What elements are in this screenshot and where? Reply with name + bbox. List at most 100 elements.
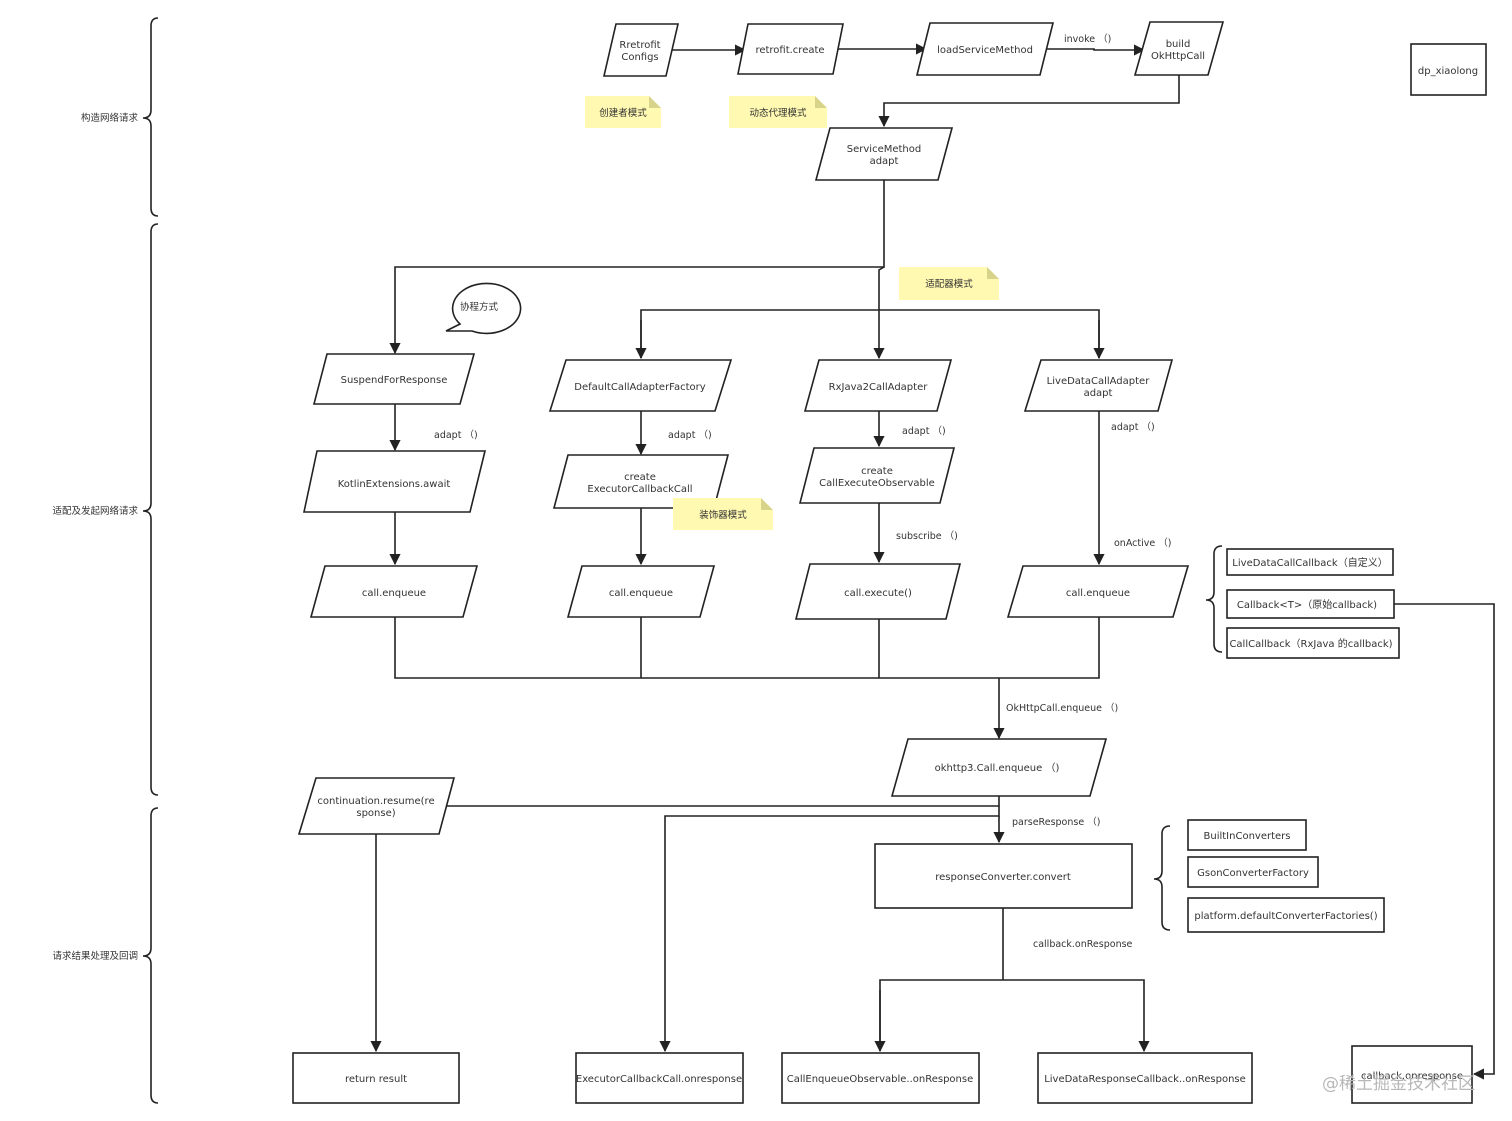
node-create-call-execute-observable[interactable]: create CallExecuteObservable [798, 447, 956, 504]
node-kotlin-extensions-await[interactable]: KotlinExtensions.await [303, 450, 487, 513]
svg-text:CallCallback（RxJava 的callback): CallCallback（RxJava 的callback) [1229, 637, 1392, 650]
node-build-okhttpcall[interactable]: build OkHttpCall [1133, 21, 1225, 76]
svg-text:sponse): sponse) [356, 808, 395, 819]
edges [370, 43, 1495, 1080]
edge-callback-t-to-onresponse [1394, 603, 1495, 1080]
svg-text:platform.defaultConverterFacto: platform.defaultConverterFactories() [1194, 911, 1377, 922]
edge-servicemethod-to-suspend [389, 180, 885, 355]
svg-text:RxJava2CallAdapter: RxJava2CallAdapter [829, 382, 929, 393]
svg-text:return result: return result [345, 1074, 407, 1085]
svg-text:call.enqueue: call.enqueue [1066, 588, 1130, 599]
svg-text:GsonConverterFactory: GsonConverterFactory [1197, 868, 1309, 879]
watermark: @稀土掘金技术社区 [1322, 1074, 1475, 1094]
svg-text:Configs: Configs [621, 52, 658, 63]
svg-text:Rretrofit: Rretrofit [619, 40, 660, 51]
edge-calls-merge-bus [394, 617, 1100, 679]
edge-labels: invoke （) adapt （) adapt （) adapt （) ada… [434, 33, 1171, 950]
svg-text:call.enqueue: call.enqueue [362, 588, 426, 599]
svg-text:LiveDataResponseCallback..onRe: LiveDataResponseCallback..onResponse [1044, 1074, 1246, 1085]
note-decorator-pattern: 装饰器模式 [673, 498, 773, 530]
node-gson-converter-factory[interactable]: GsonConverterFactory [1187, 856, 1319, 888]
label-subscribe: subscribe （) [896, 530, 958, 542]
node-rxjava2-call-adapter[interactable]: RxJava2CallAdapter [803, 359, 953, 412]
callback-types-brace [1205, 545, 1223, 653]
svg-text:call.execute(): call.execute() [844, 588, 912, 599]
node-call-enqueue-2[interactable]: call.enqueue [566, 565, 716, 618]
edge-okhttp3-to-continuation [446, 796, 1000, 807]
node-livedata-call-callback[interactable]: LiveDataCallCallback（自定义） [1226, 548, 1394, 576]
note-builder-pattern: 创建者模式 [585, 96, 661, 128]
node-call-callback[interactable]: CallCallback（RxJava 的callback) [1226, 627, 1400, 659]
label-okhttpcall-enqueue: OkHttpCall.enqueue （) [1006, 702, 1118, 714]
label-adapt-4: adapt （) [1111, 421, 1155, 433]
svg-text:BuiltInConverters: BuiltInConverters [1204, 831, 1291, 842]
svg-text:动态代理模式: 动态代理模式 [749, 107, 807, 119]
svg-text:call.enqueue: call.enqueue [609, 588, 673, 599]
node-service-method-adapt[interactable]: ServiceMethod adapt [814, 127, 954, 181]
label-invoke: invoke （) [1064, 33, 1111, 45]
svg-text:OkHttpCall: OkHttpCall [1151, 51, 1205, 62]
svg-text:ServiceMethod: ServiceMethod [847, 144, 921, 155]
section-brace-result: 请求结果处理及回调 [52, 807, 159, 1104]
section-brace-adapt: 适配及发起网络请求 [52, 223, 159, 796]
svg-text:LiveDataCallCallback（自定义）: LiveDataCallCallback（自定义） [1232, 556, 1387, 569]
node-builtin-converters[interactable]: BuiltInConverters [1187, 819, 1307, 851]
svg-text:responseConverter.convert: responseConverter.convert [935, 872, 1071, 883]
section-label-result: 请求结果处理及回调 [52, 950, 138, 962]
svg-text:callback.onresponse: callback.onresponse [1361, 1071, 1463, 1082]
svg-text:Callback<T>（原始callback): Callback<T>（原始callback) [1237, 598, 1377, 611]
svg-text:continuation.resume(re: continuation.resume(re [317, 796, 434, 807]
label-adapt-3: adapt （) [902, 425, 946, 437]
node-call-enqueue-observable-onresponse[interactable]: CallEnqueueObservable..onResponse [781, 1052, 980, 1104]
node-suspend-for-response[interactable]: SuspendForResponse [312, 353, 476, 405]
svg-text:create: create [624, 472, 656, 483]
edge-converter-to-livedata-onresponse [879, 979, 1150, 1053]
node-default-call-adapter-factory[interactable]: DefaultCallAdapterFactory [548, 359, 733, 412]
node-executor-callback-call-onresponse[interactable]: ExecutorCallbackCall.onresponse [575, 1052, 744, 1104]
edge-load-to-build [1045, 44, 1146, 56]
label-parse-response: parseResponse （) [1012, 816, 1100, 828]
node-return-result[interactable]: return result [292, 1052, 460, 1104]
svg-text:adapt: adapt [1084, 388, 1113, 399]
svg-text:协程方式: 协程方式 [460, 301, 499, 313]
svg-text:CallExecuteObservable: CallExecuteObservable [819, 478, 935, 489]
svg-text:DefaultCallAdapterFactory: DefaultCallAdapterFactory [574, 382, 705, 393]
node-callback-onresponse[interactable]: callback.onresponse [1351, 1045, 1473, 1104]
svg-text:build: build [1166, 39, 1191, 50]
node-livedata-call-adapter[interactable]: LiveDataCallAdapter adapt [1023, 359, 1174, 412]
label-adapt-1: adapt （) [434, 429, 478, 441]
note-coroutine-bubble: 协程方式 [445, 282, 522, 335]
edge-adapter-bus [640, 309, 1100, 358]
svg-text:适配器模式: 适配器模式 [925, 278, 973, 290]
svg-text:dp_xiaolong: dp_xiaolong [1418, 66, 1478, 77]
node-author-box: dp_xiaolong [1410, 43, 1487, 96]
svg-text:KotlinExtensions.await: KotlinExtensions.await [338, 479, 451, 490]
node-call-enqueue-1[interactable]: call.enqueue [309, 565, 479, 618]
node-callback-t[interactable]: Callback<T>（原始callback) [1226, 589, 1395, 619]
section-brace-build: 构造网络请求 [81, 17, 159, 217]
node-livedata-response-callback-onresponse[interactable]: LiveDataResponseCallback..onResponse [1037, 1052, 1253, 1104]
svg-text:ExecutorCallbackCall: ExecutorCallbackCall [587, 484, 692, 495]
node-retrofit-create[interactable]: retrofit.create [737, 23, 844, 75]
section-label-adapt: 适配及发起网络请求 [52, 505, 138, 517]
label-on-active: onActive （) [1114, 537, 1171, 549]
note-adapter-pattern: 适配器模式 [899, 267, 999, 300]
svg-text:装饰器模式: 装饰器模式 [699, 509, 747, 521]
node-load-service-method[interactable]: loadServiceMethod [915, 22, 1055, 76]
node-call-execute[interactable]: call.execute() [794, 563, 962, 620]
svg-text:ExecutorCallbackCall.onrespons: ExecutorCallbackCall.onresponse [576, 1074, 742, 1085]
node-retrofit-configs[interactable]: Rretrofit Configs [602, 23, 680, 77]
svg-text:SuspendForResponse: SuspendForResponse [341, 375, 448, 386]
edge-build-to-servicemethod [878, 75, 1180, 128]
svg-text:okhttp3.Call.enqueue （): okhttp3.Call.enqueue （) [935, 762, 1060, 774]
node-continuation-resume[interactable]: continuation.resume(re sponse) [297, 777, 456, 835]
node-call-enqueue-4[interactable]: call.enqueue [1006, 565, 1190, 618]
node-okhttp3-call-enqueue[interactable]: okhttp3.Call.enqueue （) [890, 738, 1108, 797]
edge-servicemethod-to-rxjava [873, 266, 885, 360]
label-adapt-2: adapt （) [668, 429, 712, 441]
note-dynamic-proxy-pattern: 动态代理模式 [729, 96, 827, 128]
node-response-converter-convert[interactable]: responseConverter.convert [874, 843, 1133, 909]
svg-text:创建者模式: 创建者模式 [599, 107, 647, 119]
converters-brace [1153, 825, 1171, 931]
node-platform-default-converter-factories[interactable]: platform.defaultConverterFactories() [1187, 897, 1385, 933]
